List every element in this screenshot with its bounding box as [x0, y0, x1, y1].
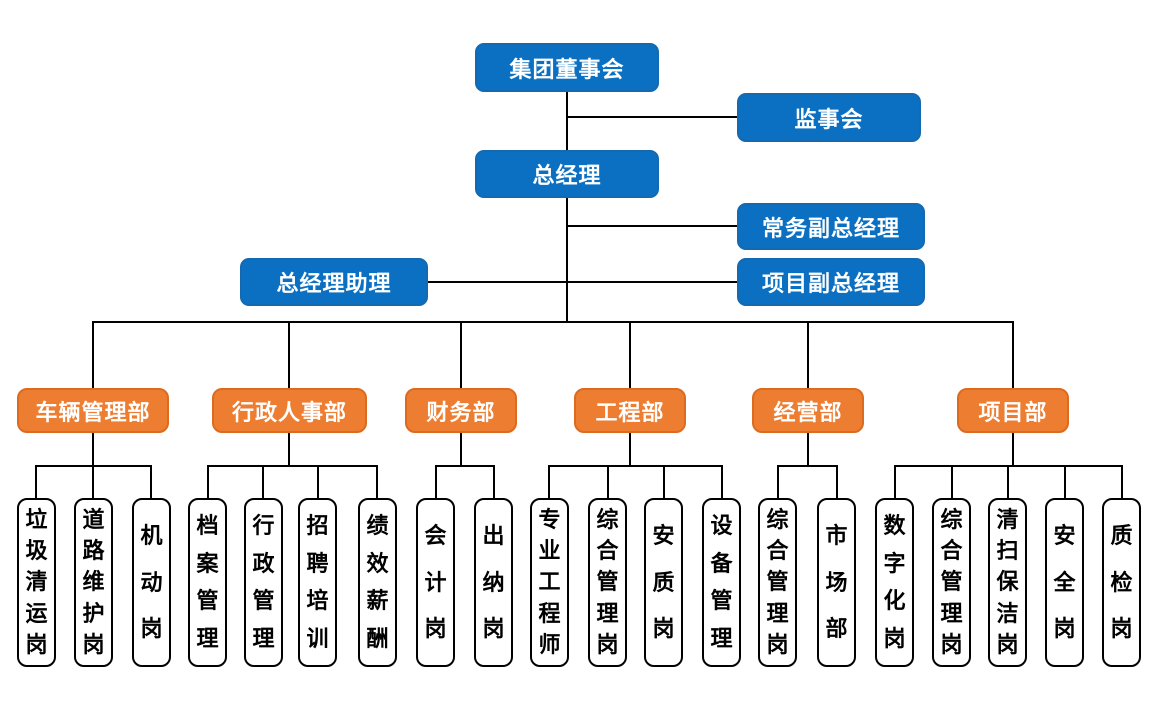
position-box: 绩效薪酬 [358, 498, 397, 667]
connector-line [721, 465, 723, 498]
connector-line [548, 465, 723, 467]
node-board: 集团董事会 [475, 43, 659, 92]
position-box: 综合管理岗 [588, 498, 627, 667]
position-box: 道路维护岗 [74, 498, 113, 667]
position-box: 专业工程师 [530, 498, 569, 667]
position-box: 垃圾清运岗 [17, 498, 56, 667]
connector-line [460, 433, 462, 466]
connector-line [92, 321, 1014, 323]
position-box: 机动岗 [132, 498, 171, 667]
position-box: 综合管理岗 [758, 498, 797, 667]
connector-line [493, 465, 495, 498]
position-box: 行政管理 [244, 498, 283, 667]
connector-line [1007, 465, 1009, 498]
dept-operations: 经营部 [752, 388, 864, 433]
position-box: 设备管理 [702, 498, 741, 667]
connector-line [951, 465, 953, 498]
connector-line [629, 321, 631, 388]
connector-line [1121, 465, 1123, 498]
dept-project: 项目部 [957, 388, 1069, 433]
connector-line [207, 465, 378, 467]
connector-line [92, 433, 94, 466]
connector-line [894, 465, 896, 498]
dept-finance: 财务部 [405, 388, 517, 433]
position-box: 质检岗 [1102, 498, 1141, 667]
connector-line [207, 465, 209, 498]
connector-line [629, 433, 631, 466]
position-box: 档案管理 [188, 498, 227, 667]
connector-line [1064, 465, 1066, 498]
node-project-deputy-gm: 项目副总经理 [737, 258, 925, 306]
connector-line [92, 465, 94, 498]
position-box: 数字化岗 [875, 498, 914, 667]
connector-line [607, 465, 609, 498]
dept-vehicle-management: 车辆管理部 [17, 388, 169, 433]
dept-engineering: 工程部 [574, 388, 686, 433]
position-box: 综合管理岗 [932, 498, 971, 667]
node-supervisory-board: 监事会 [737, 93, 921, 142]
position-box: 清扫保洁岗 [988, 498, 1027, 667]
connector-line [288, 321, 290, 388]
connector-line [777, 465, 779, 498]
connector-line [567, 116, 737, 118]
connector-line [376, 465, 378, 498]
connector-line [435, 465, 437, 498]
position-box: 市场部 [817, 498, 856, 667]
connector-line [566, 92, 568, 150]
connector-line [1012, 433, 1014, 466]
node-gm-assistant: 总经理助理 [240, 258, 428, 306]
connector-line [807, 321, 809, 388]
connector-line [777, 465, 838, 467]
connector-line [35, 465, 37, 498]
connector-line [92, 321, 94, 388]
position-box: 安全岗 [1045, 498, 1084, 667]
connector-line [567, 225, 737, 227]
connector-line [150, 465, 152, 498]
connector-line [428, 281, 737, 283]
connector-line [460, 321, 462, 388]
connector-line [566, 198, 568, 323]
connector-line [317, 465, 319, 498]
connector-line [262, 465, 264, 498]
position-box: 安质岗 [644, 498, 683, 667]
connector-line [1012, 321, 1014, 388]
connector-line [435, 465, 495, 467]
connector-line [836, 465, 838, 498]
connector-line [288, 433, 290, 466]
connector-line [807, 433, 809, 466]
position-box: 出纳岗 [474, 498, 513, 667]
dept-admin-hr: 行政人事部 [212, 388, 367, 433]
node-executive-deputy-gm: 常务副总经理 [737, 203, 925, 250]
node-general-manager: 总经理 [475, 150, 659, 198]
connector-line [663, 465, 665, 498]
position-box: 会计岗 [416, 498, 455, 667]
position-box: 招聘培训 [298, 498, 337, 667]
connector-line [548, 465, 550, 498]
